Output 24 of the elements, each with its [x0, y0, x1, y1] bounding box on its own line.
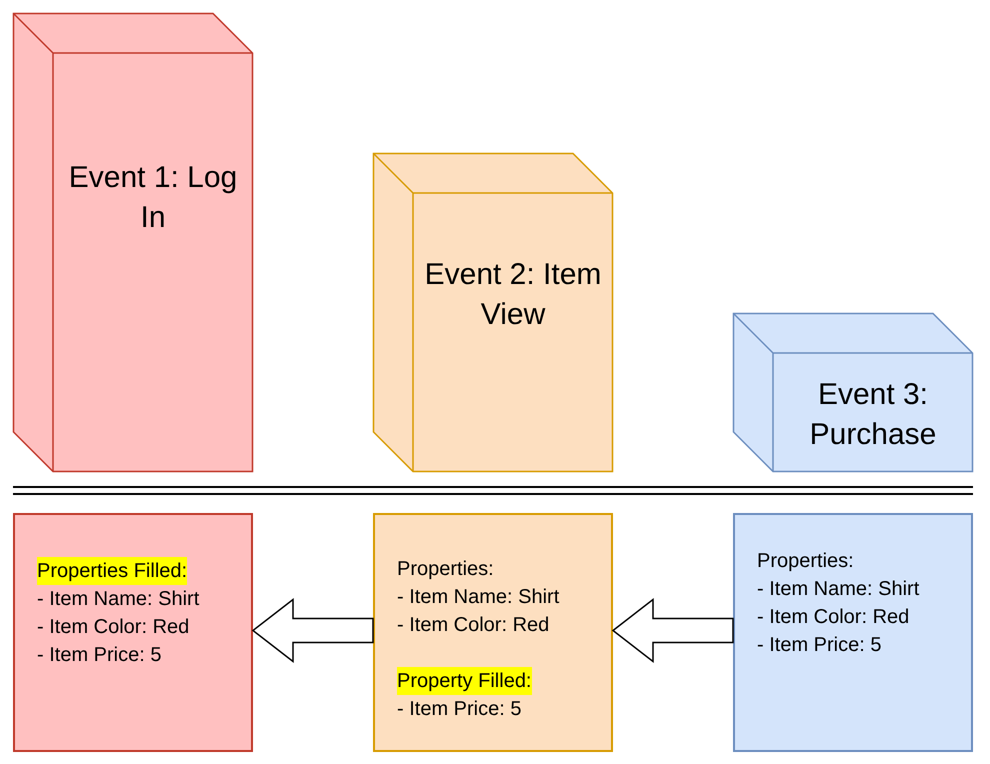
property-line: - Item Name: Shirt — [397, 585, 560, 610]
property-line: - Item Price: 5 — [757, 633, 882, 658]
property-line: - Item Color: Red — [397, 613, 550, 638]
properties-box — [733, 513, 973, 752]
event-cube — [373, 153, 613, 472]
property-line: - Item Price: 5 — [37, 643, 162, 668]
event-title: Event 2: Item View — [424, 257, 602, 333]
event-cube — [13, 13, 253, 472]
block-arrow — [252, 598, 374, 664]
property-line: - Item Color: Red — [37, 615, 190, 640]
event-title: Event 1: Log In — [68, 160, 238, 236]
properties-box — [13, 513, 253, 752]
properties-box — [373, 513, 613, 752]
highlighted-heading: Property Filled: — [397, 667, 532, 695]
property-line: - Item Price: 5 — [397, 697, 522, 722]
property-line: - Item Name: Shirt — [757, 577, 920, 602]
property-line: Properties: — [757, 549, 854, 574]
property-line: - Item Name: Shirt — [37, 587, 200, 612]
property-line: Properties: — [397, 557, 494, 582]
block-arrow — [612, 598, 734, 664]
event-cube — [733, 313, 973, 472]
property-line: - Item Color: Red — [757, 605, 910, 630]
event-title: Event 3: Purchase — [808, 377, 938, 453]
highlighted-heading: Properties Filled: — [37, 557, 188, 585]
